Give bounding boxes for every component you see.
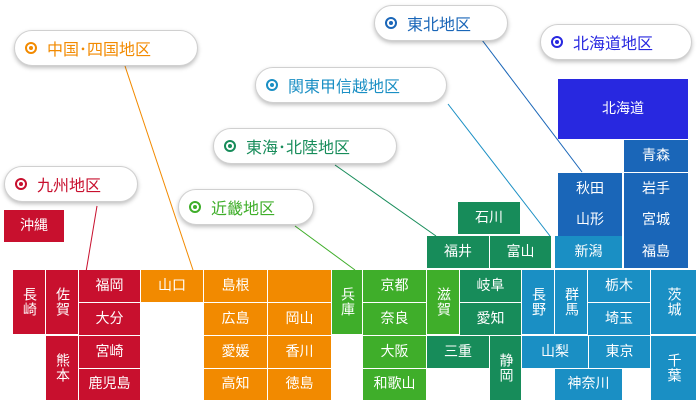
- target-icon: [224, 140, 236, 152]
- pref-saga[interactable]: 佐賀: [46, 270, 78, 334]
- pref-saitama[interactable]: 埼玉: [588, 303, 650, 335]
- pref-gunma[interactable]: 群馬: [555, 270, 587, 334]
- pref-shiga[interactable]: 滋賀: [427, 270, 459, 334]
- pref-kyoto[interactable]: 京都: [363, 270, 426, 302]
- pref-aomori[interactable]: 青森: [624, 140, 688, 172]
- target-icon: [385, 17, 397, 29]
- pref-okayama[interactable]: 岡山: [268, 303, 331, 335]
- pref-kumamoto[interactable]: 熊本: [46, 336, 78, 400]
- leader-kinki: [294, 225, 356, 271]
- pref-tottori[interactable]: [268, 270, 331, 302]
- pref-ehime[interactable]: 愛媛: [204, 336, 267, 368]
- pref-okinawa[interactable]: 沖縄: [4, 210, 64, 242]
- pref-iwate[interactable]: 岩手: [624, 173, 688, 205]
- pref-kanagawa[interactable]: 神奈川: [555, 369, 622, 400]
- pref-gifu[interactable]: 岐阜: [460, 270, 521, 302]
- region-label-kinki[interactable]: 近畿地区: [178, 189, 314, 225]
- pref-yamaguchi[interactable]: 山口: [141, 270, 203, 302]
- pref-chiba[interactable]: 千葉: [651, 336, 696, 400]
- pref-hiroshima[interactable]: 広島: [204, 303, 267, 335]
- target-icon: [551, 36, 563, 48]
- region-label-hokkaido[interactable]: 北海道地区: [540, 24, 692, 60]
- region-label-tokai-hokuriku[interactable]: 東海･北陸地区: [213, 128, 397, 164]
- pref-nara[interactable]: 奈良: [363, 303, 426, 335]
- pref-niigata[interactable]: 新潟: [555, 236, 622, 268]
- pref-nagasaki[interactable]: 長崎: [13, 270, 45, 334]
- target-icon: [25, 42, 37, 54]
- pref-tochigi[interactable]: 栃木: [588, 270, 650, 302]
- target-icon: [15, 178, 27, 190]
- pref-shizuoka[interactable]: 静岡: [490, 336, 521, 400]
- pref-hokkaido[interactable]: 北海道: [558, 79, 688, 139]
- pref-hyogo[interactable]: 兵庫: [332, 270, 362, 334]
- pref-aichi[interactable]: 愛知: [460, 303, 521, 335]
- pref-yamanashi[interactable]: 山梨: [522, 336, 588, 368]
- pref-akita[interactable]: 秋田: [558, 173, 622, 205]
- pref-ibaraki[interactable]: 茨城: [651, 270, 696, 334]
- pref-fukushima[interactable]: 福島: [624, 236, 688, 268]
- pref-oita[interactable]: 大分: [79, 303, 140, 335]
- pref-fukuoka[interactable]: 福岡: [79, 270, 140, 302]
- region-label-kyushu[interactable]: 九州地区: [4, 166, 138, 202]
- pref-tokushima[interactable]: 徳島: [268, 369, 331, 400]
- pref-osaka[interactable]: 大阪: [363, 336, 426, 368]
- pref-kagoshima[interactable]: 鹿児島: [79, 369, 140, 400]
- pref-ishikawa[interactable]: 石川: [458, 202, 520, 234]
- pref-kochi[interactable]: 高知: [204, 369, 267, 400]
- leader-tokai-hokuriku: [334, 164, 437, 237]
- pref-mie[interactable]: 三重: [427, 336, 489, 368]
- leader-kyushu: [85, 205, 98, 273]
- region-label-tohoku[interactable]: 東北地区: [374, 5, 508, 41]
- pref-yamagata[interactable]: 山形: [558, 204, 622, 236]
- region-label-chugoku-shikoku[interactable]: 中国･四国地区: [14, 30, 198, 66]
- pref-wakayama[interactable]: 和歌山: [363, 369, 426, 400]
- pref-kagawa[interactable]: 香川: [268, 336, 331, 368]
- target-icon: [189, 201, 201, 213]
- pref-tokyo[interactable]: 東京: [589, 336, 650, 368]
- pref-miyazaki[interactable]: 宮崎: [79, 336, 140, 368]
- pref-nagano[interactable]: 長野: [522, 270, 554, 334]
- pref-shimane[interactable]: 島根: [204, 270, 267, 302]
- pref-miyagi[interactable]: 宮城: [624, 204, 688, 236]
- pref-fukui[interactable]: 福井: [427, 236, 489, 268]
- region-label-kanto-koshinetsu[interactable]: 関東甲信越地区: [255, 67, 447, 103]
- leader-chugoku-shikoku: [124, 65, 194, 271]
- pref-toyama[interactable]: 富山: [490, 236, 551, 268]
- target-icon: [266, 79, 278, 91]
